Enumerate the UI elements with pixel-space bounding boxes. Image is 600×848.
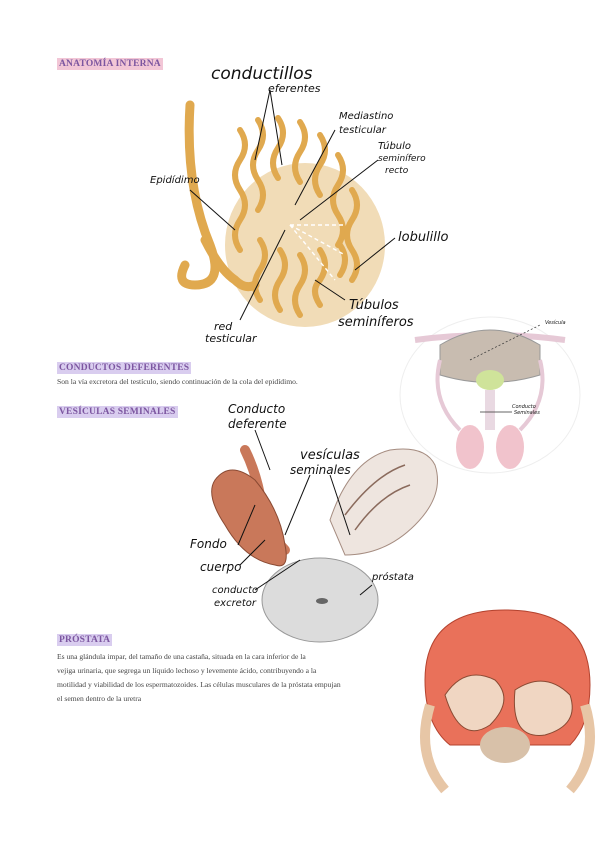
prostata-line-2: vejiga urinaria, que segrega un líquido … <box>57 664 316 678</box>
label-seminifero: seminífero <box>378 154 426 164</box>
conductos-text: Son la vía excretora del testículo, sien… <box>57 375 298 389</box>
prostata-line-4: el semen dentro de la uretra <box>57 692 141 706</box>
label-cuerpo: cuerpo <box>200 560 241 574</box>
label-prostata-figure: próstata <box>372 572 414 583</box>
label-excretor: excretor <box>214 598 256 609</box>
label-vesiculas: vesículas <box>300 448 360 463</box>
label-conducto-excretor: conducto <box>212 585 258 596</box>
heading-prostata: PRÓSTATA <box>57 634 112 646</box>
heading-vesiculas-seminales: VESÍCULAS SEMINALES <box>57 406 178 418</box>
label-mediastino: Mediastino <box>339 111 393 122</box>
male-reproductive-small-diagram <box>400 317 580 473</box>
label-red-testicular: testicular <box>205 332 257 345</box>
prostata-line-3: motilidad y viabilidad de los espermatoz… <box>57 678 341 692</box>
label-small-vesicula: Vesícula <box>545 320 566 326</box>
label-epididimo: Epidídimo <box>150 175 200 186</box>
label-conducto: Conducto <box>228 402 285 416</box>
label-fondo: Fondo <box>190 537 227 551</box>
label-tubulo: Túbulo <box>378 141 411 152</box>
prostate-dissection-illustration <box>425 610 590 790</box>
label-lobulillo: lobulillo <box>398 230 448 245</box>
prostata-line-1: Es una glándula impar, del tamaño de una… <box>57 650 306 664</box>
seminal-vesicles-illustration <box>212 449 438 642</box>
label-deferente: deferente <box>228 417 287 431</box>
heading-conductos-deferentes: CONDUCTOS DEFERENTES <box>57 362 191 374</box>
label-recto: recto <box>385 166 408 176</box>
label-eferentes: eferentes <box>268 82 320 95</box>
label-seminales: seminales <box>290 463 351 477</box>
label-conductillos: conductillos <box>211 64 313 84</box>
label-small-seminales: Seminales <box>514 410 540 416</box>
label-tubulos: Túbulos <box>349 298 399 313</box>
label-testicular: testicular <box>339 125 386 136</box>
label-seminiferos: seminíferos <box>338 315 418 330</box>
